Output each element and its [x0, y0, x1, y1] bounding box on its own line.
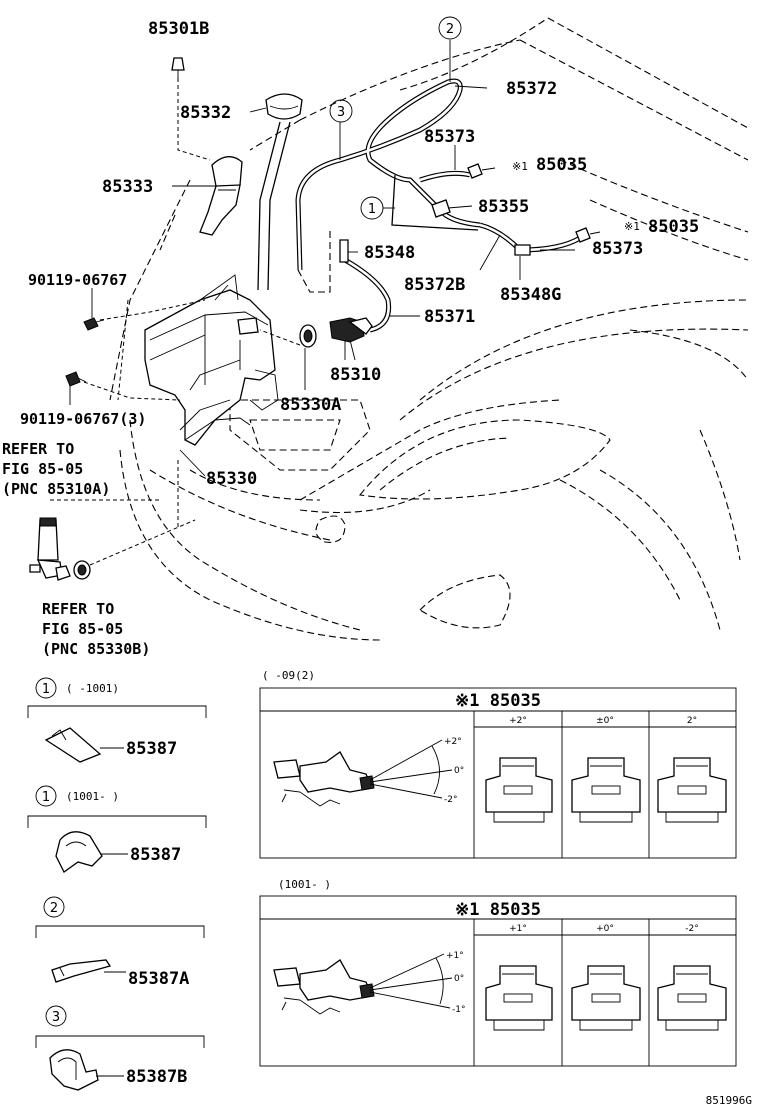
circle-3-main: 3	[329, 99, 353, 123]
table-2-front-view-3	[657, 965, 727, 1031]
svg-text:FIG 85-05: FIG 85-05	[42, 620, 123, 638]
table-2-nozzle-sideview	[273, 959, 375, 1015]
nozzle-85035-upper	[467, 163, 496, 179]
table-1-front-view-3	[657, 757, 727, 823]
table-2-front-view-2	[571, 965, 641, 1031]
svg-text:85387A: 85387A	[128, 969, 189, 989]
nozzle-85035-lower	[575, 227, 601, 243]
label-85332: 85332	[180, 103, 231, 123]
table-1-col-3: 2°	[687, 716, 697, 726]
filler-cap	[257, 93, 303, 291]
label-85035-lower: 85035	[648, 217, 699, 237]
leader-85301B	[177, 78, 211, 161]
label-85330: 85330	[206, 469, 257, 489]
table-1-angle-down: -2°	[444, 795, 457, 805]
table-2-angle-up: +1°	[446, 951, 464, 961]
label-85371: 85371	[424, 307, 475, 327]
table-1-front-view-2	[571, 757, 641, 823]
label-85355: 85355	[478, 197, 529, 217]
check-valve-85348G	[514, 244, 531, 256]
table-1-nozzle-sideview	[273, 751, 375, 807]
clip-legend-3: 3 85387B	[35, 1005, 205, 1091]
bolt-90119-upper	[83, 317, 105, 331]
table-1-col-1: +2°	[509, 716, 527, 726]
label-85372B: 85372B	[404, 275, 465, 295]
leader-bolt-lower	[83, 381, 181, 401]
svg-text:FIG 85-05: FIG 85-05	[2, 460, 83, 478]
nozzle-table-late: (1001- ) ※1 85035 +1° +0° -2° +1° 0° -1°	[259, 878, 737, 1067]
svg-text:REFER TO: REFER TO	[42, 600, 114, 618]
grommet-85330A	[299, 324, 317, 348]
label-85373-upper: 85373	[424, 127, 475, 147]
clip-legend-1-early: 1 ( -1001) 85387	[27, 677, 207, 763]
svg-text:( -1001): ( -1001)	[66, 682, 119, 695]
table-1-angle-up: +2°	[444, 737, 462, 747]
washer-pump-85310	[329, 317, 373, 360]
figure-code: 851996G	[706, 1094, 752, 1107]
asterisk-lower: ※1	[624, 220, 640, 233]
front-washer-pump	[29, 517, 71, 581]
table-1-front-view-1	[485, 757, 553, 823]
svg-text:REFER TO: REFER TO	[2, 440, 74, 458]
svg-text:(PNC 85330B): (PNC 85330B)	[42, 640, 150, 658]
clip-85301B	[171, 57, 185, 71]
label-85301B: 85301B	[148, 19, 209, 39]
table-1-angle-zero: 0°	[454, 766, 464, 776]
refer-note-85330B: REFER TO FIG 85-05 (PNC 85330B)	[42, 600, 150, 658]
table-2-col-2: +0°	[596, 924, 614, 934]
leader-front-grommet	[89, 519, 196, 566]
svg-text:3: 3	[337, 105, 345, 120]
table-1-title: ※1 85035	[455, 691, 541, 711]
table-1-range: ( -09(2)	[262, 669, 315, 682]
circle-1-main: 1	[360, 196, 384, 220]
svg-text:2: 2	[50, 901, 58, 916]
leader-85330A-to-tank	[259, 329, 301, 346]
label-90119-upper: 90119-06767	[28, 271, 127, 289]
label-85333: 85333	[102, 177, 153, 197]
label-90119-lower: 90119-06767(3)	[20, 410, 146, 428]
bolt-90119-lower	[65, 371, 87, 387]
filler-neck	[199, 156, 243, 236]
asterisk-upper: ※1	[512, 160, 528, 173]
svg-text:1: 1	[42, 790, 50, 805]
table-1-col-2: ±0°	[596, 716, 614, 726]
table-2-angle-zero: 0°	[454, 974, 464, 984]
svg-text:(1001- ): (1001- )	[66, 790, 119, 803]
svg-text:85387: 85387	[130, 845, 181, 865]
washer-reservoir	[144, 274, 279, 446]
joint-85355	[431, 199, 451, 218]
svg-text:(PNC 85310A): (PNC 85310A)	[2, 480, 110, 498]
joint-85348	[339, 239, 349, 263]
circle-2-main: 2	[438, 16, 462, 40]
svg-text:1: 1	[368, 202, 376, 217]
svg-text:85387B: 85387B	[126, 1067, 187, 1087]
label-85348G: 85348G	[500, 285, 561, 305]
table-2-title: ※1 85035	[455, 900, 541, 920]
label-85310: 85310	[330, 365, 381, 385]
leader-lines	[69, 40, 575, 477]
svg-text:3: 3	[52, 1010, 60, 1025]
label-85373-lower: 85373	[592, 239, 643, 259]
label-85035-upper: 85035	[536, 155, 587, 175]
leader-bolt-upper	[99, 299, 206, 321]
label-85330A: 85330A	[280, 395, 341, 415]
clip-legend-1-late: 1 (1001- ) 85387	[27, 785, 207, 873]
grommet-front	[73, 560, 91, 580]
table-2-front-view-1	[485, 965, 553, 1031]
label-85372: 85372	[506, 79, 557, 99]
nozzle-table-early: ( -09(2) ※1 85035 +2° ±0° 2° +2° 0° -2°	[259, 669, 737, 859]
table-2-range: (1001- )	[278, 878, 331, 891]
svg-text:2: 2	[446, 22, 454, 37]
table-2-angle-down: -1°	[452, 1005, 465, 1015]
svg-text:85387: 85387	[126, 739, 177, 759]
vehicle-body-outline	[109, 17, 749, 641]
svg-text:1: 1	[42, 682, 50, 697]
table-2-col-3: -2°	[685, 924, 698, 934]
clip-legend-2: 2 85387A	[35, 896, 205, 989]
leader-bolt-vert	[117, 299, 129, 401]
refer-note-85310A: REFER TO FIG 85-05 (PNC 85310A)	[2, 440, 110, 498]
label-85348: 85348	[364, 243, 415, 263]
table-2-col-1: +1°	[509, 924, 527, 934]
